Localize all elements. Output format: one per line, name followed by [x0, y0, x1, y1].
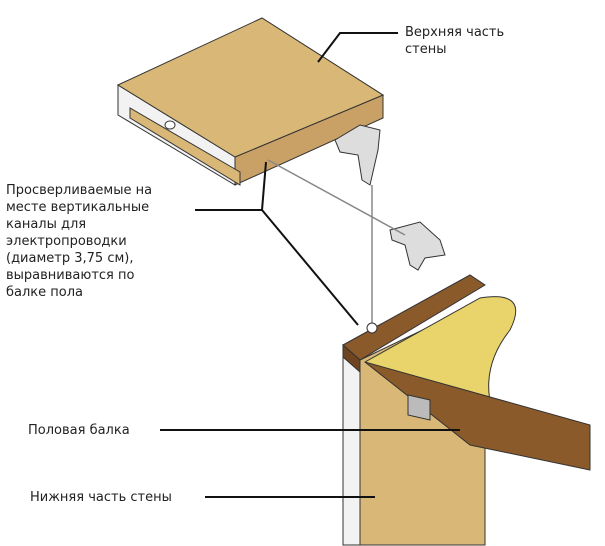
label-drilled-channels: Просверливаемые на месте вертикальные ка… [6, 183, 153, 300]
label-floor-joist: Половая балка [28, 423, 130, 438]
upper-wall-panel [116, 17, 385, 186]
drill-path-lines [267, 159, 406, 325]
label-upper-wall: Верхняя часть стены [405, 25, 505, 57]
lower-wall-panel [342, 274, 591, 546]
leader-lines [160, 32, 460, 498]
drill-icon [334, 124, 446, 271]
label-lower-wall: Нижняя часть стены [30, 490, 172, 505]
